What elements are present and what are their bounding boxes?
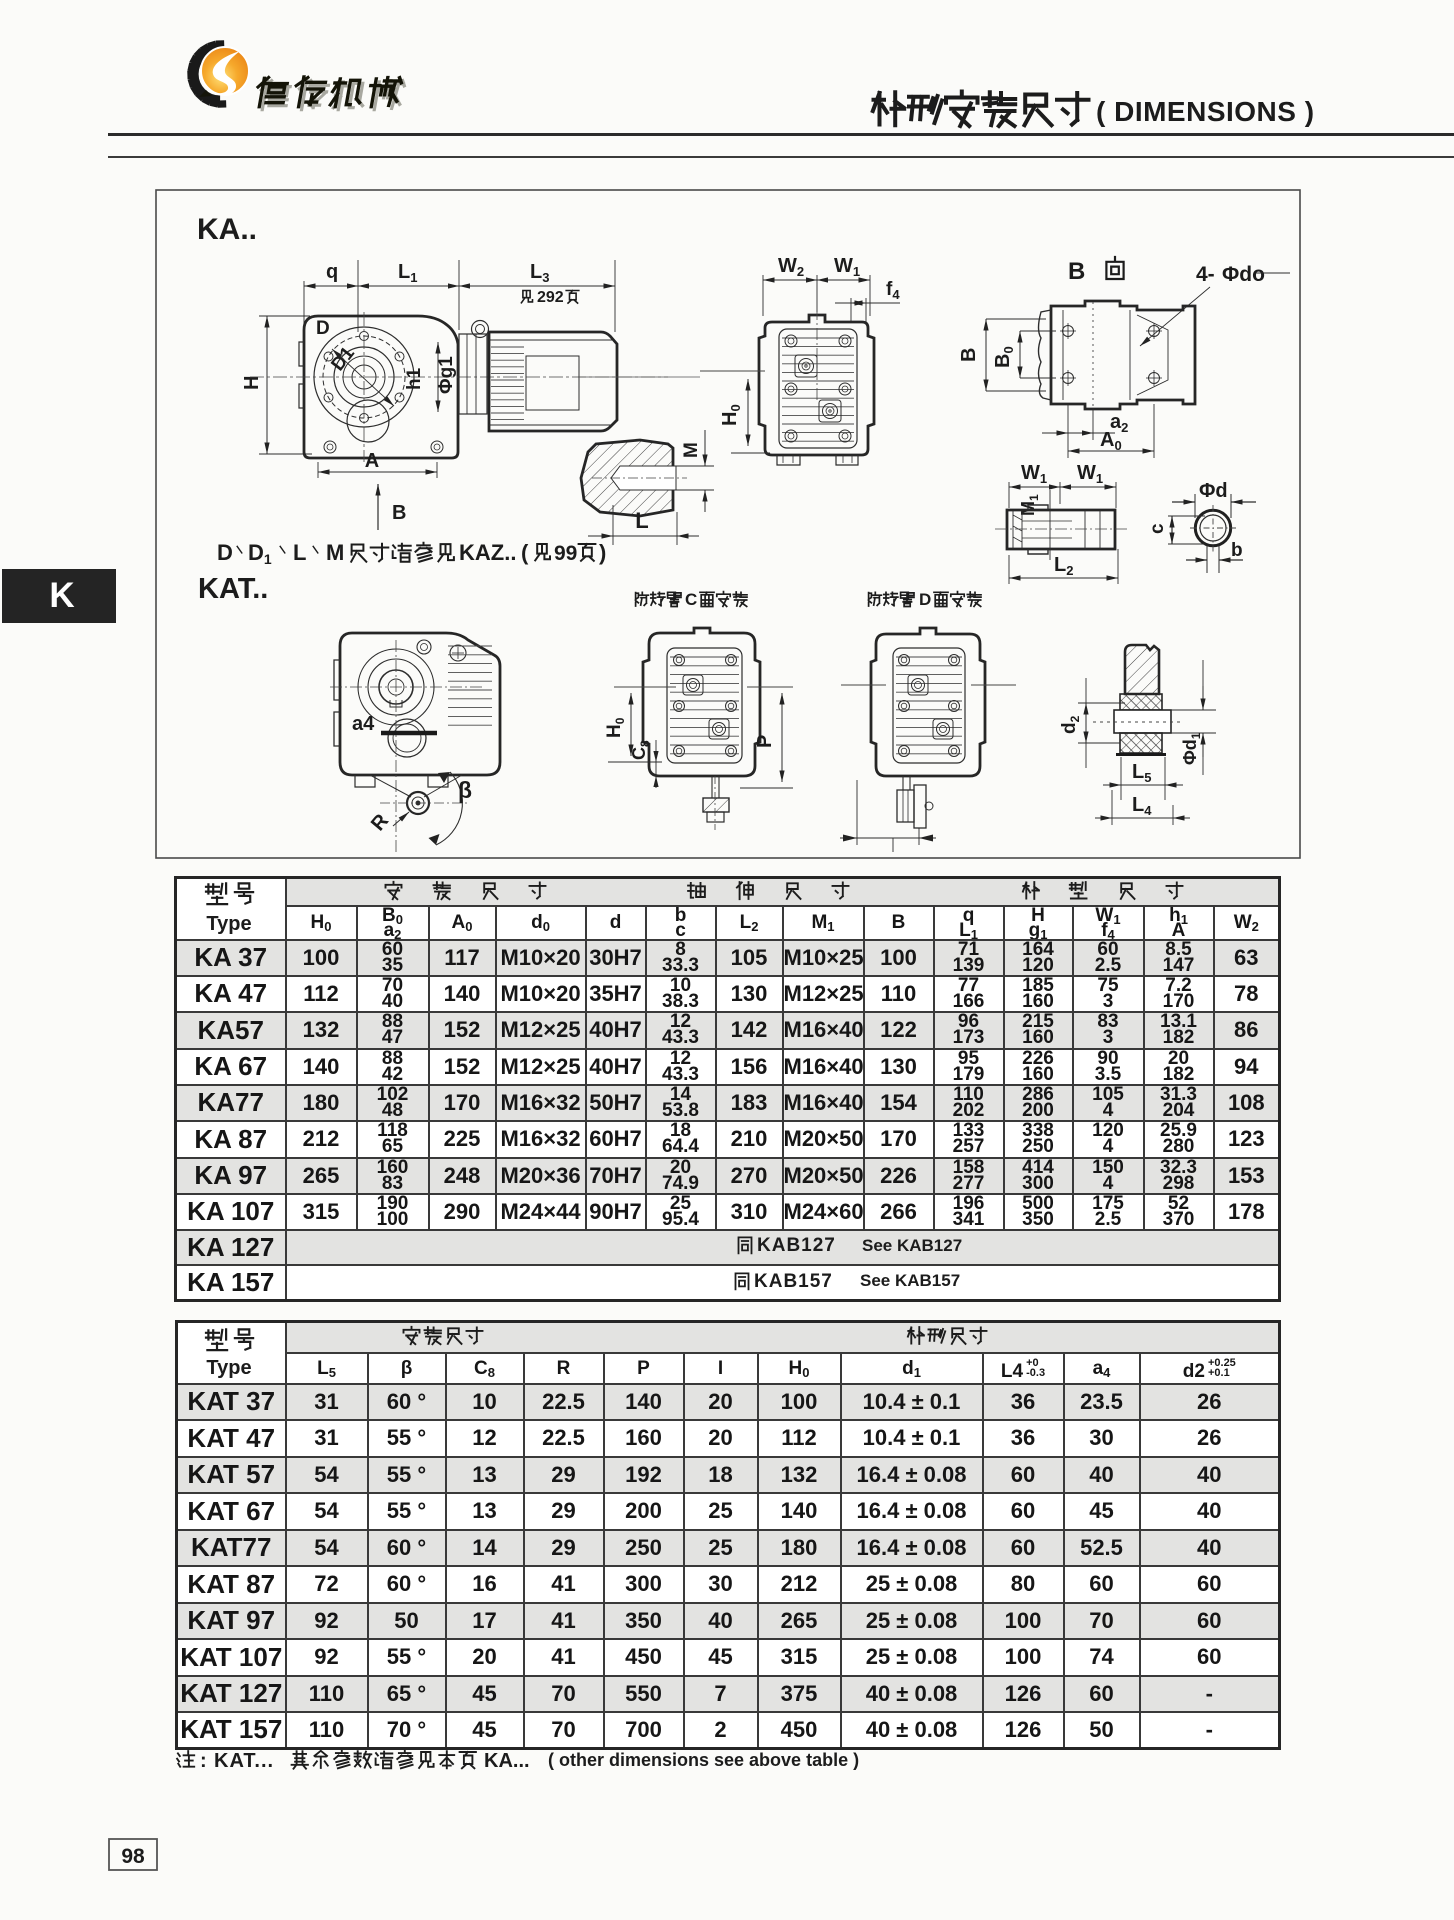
svg-text:L2: L2 bbox=[1054, 554, 1073, 578]
svg-text:B0: B0 bbox=[992, 346, 1016, 368]
svg-text:W1: W1 bbox=[1021, 462, 1047, 486]
svg-text:KAT..: KAT.. bbox=[198, 573, 268, 605]
svg-text:a2: a2 bbox=[1110, 411, 1128, 435]
svg-text:99: 99 bbox=[554, 542, 577, 565]
svg-text:D: D bbox=[217, 540, 233, 565]
svg-text:q: q bbox=[326, 261, 338, 283]
svg-text:D: D bbox=[919, 590, 931, 609]
svg-text:L: L bbox=[635, 508, 648, 533]
svg-text:KAT...: KAT... bbox=[214, 1750, 274, 1772]
svg-text:H0: H0 bbox=[719, 404, 743, 426]
svg-text:KA..: KA.. bbox=[197, 213, 257, 246]
svg-text:H: H bbox=[241, 376, 263, 390]
svg-text:W1: W1 bbox=[1077, 462, 1103, 486]
svg-text:KA...: KA... bbox=[484, 1750, 530, 1772]
svg-text:( DIMENSIONS ): ( DIMENSIONS ) bbox=[1096, 96, 1315, 127]
svg-text:B: B bbox=[958, 348, 980, 362]
svg-text:W2: W2 bbox=[778, 255, 804, 279]
svg-text:Φd1: Φd1 bbox=[1180, 732, 1203, 765]
svg-text:M: M bbox=[681, 442, 702, 458]
svg-text:Φdo: Φdo bbox=[1222, 263, 1265, 286]
svg-text:B: B bbox=[392, 502, 406, 524]
svg-text:a4: a4 bbox=[352, 713, 375, 735]
svg-text:L1: L1 bbox=[398, 261, 417, 285]
svg-text:L3: L3 bbox=[530, 261, 549, 285]
svg-text:( other dimensions see above t: ( other dimensions see above table ) bbox=[548, 1750, 859, 1770]
svg-text:(: ( bbox=[521, 540, 529, 565]
svg-text:L: L bbox=[293, 540, 306, 565]
svg-text:L5: L5 bbox=[1132, 761, 1151, 785]
svg-text:P: P bbox=[754, 735, 776, 748]
svg-text:L4: L4 bbox=[1132, 794, 1152, 818]
svg-text:b: b bbox=[1231, 540, 1243, 561]
svg-text:KAZ..: KAZ.. bbox=[459, 540, 516, 565]
svg-text:D1: D1 bbox=[248, 540, 272, 567]
svg-text:Φd: Φd bbox=[1199, 480, 1228, 502]
svg-text:98: 98 bbox=[121, 1845, 145, 1868]
svg-text:C8: C8 bbox=[629, 740, 652, 760]
svg-text:W1: W1 bbox=[834, 255, 860, 279]
svg-text:D: D bbox=[316, 318, 330, 339]
svg-text:M: M bbox=[326, 540, 344, 565]
svg-text:、: 、 bbox=[271, 559, 273, 561]
svg-text:β: β bbox=[458, 777, 472, 803]
svg-text:H0: H0 bbox=[604, 717, 627, 738]
svg-text:D1: D1 bbox=[327, 343, 359, 375]
svg-text:A: A bbox=[365, 450, 379, 472]
svg-text::: : bbox=[200, 1750, 207, 1772]
svg-text:C: C bbox=[685, 590, 697, 609]
svg-text:B: B bbox=[1068, 258, 1085, 285]
svg-text:A0: A0 bbox=[1100, 429, 1122, 453]
svg-text:M1: M1 bbox=[1018, 494, 1041, 516]
svg-text:f4: f4 bbox=[886, 279, 900, 302]
svg-text:c: c bbox=[1147, 523, 1168, 534]
svg-text:K: K bbox=[49, 576, 74, 615]
svg-text:292: 292 bbox=[537, 289, 564, 306]
svg-text:): ) bbox=[599, 540, 606, 565]
svg-text:R: R bbox=[367, 810, 393, 836]
svg-text:h1: h1 bbox=[404, 367, 425, 390]
svg-text:d2: d2 bbox=[1059, 715, 1082, 734]
svg-text:4-: 4- bbox=[1196, 263, 1215, 286]
svg-text:Φg1: Φg1 bbox=[436, 356, 457, 394]
